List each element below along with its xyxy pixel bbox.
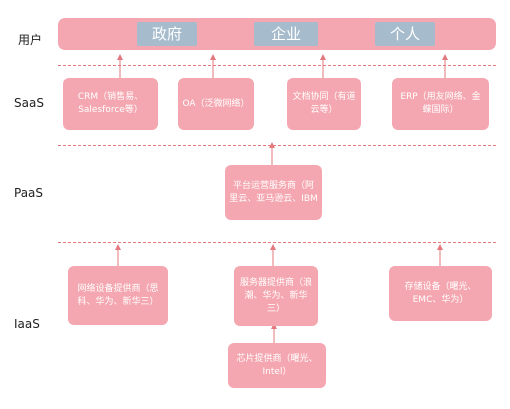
iaas-box-storage: 存储设备（曙光、EMC、华为） (389, 266, 492, 321)
row-label-user: 用户 (18, 33, 43, 47)
iaas-box-network: 网络设备提供商（思科、华为、新华三） (68, 266, 168, 325)
separator-user-saas (58, 65, 496, 66)
row-label-paas: PaaS (14, 186, 44, 200)
saas-box-docs: 文档协同（有道云等） (287, 78, 361, 130)
saas-box-oa: OA（泛微网络） (178, 78, 254, 130)
row-label-saas: SaaS (14, 96, 44, 110)
row-label-iaas: IaaS (14, 317, 40, 331)
iaas-box-chip: 芯片提供商（曙光、Intel） (228, 343, 326, 388)
user-tag-individual: 个人 (375, 22, 435, 46)
paas-box-platform: 平台运营服务商（阿里云、亚马逊云、IBM (225, 165, 322, 220)
separator-saas-paas (58, 145, 496, 146)
user-tag-government: 政府 (137, 22, 197, 46)
saas-box-crm: CRM（销售易、Salesforce等） (63, 78, 158, 130)
user-tag-enterprise: 企业 (254, 22, 318, 46)
separator-paas-iaas (58, 242, 496, 243)
saas-box-erp: ERP（用友网络、金蝶国际） (392, 78, 489, 130)
iaas-box-server: 服务器提供商（浪潮、华为、新华三） (234, 266, 318, 326)
